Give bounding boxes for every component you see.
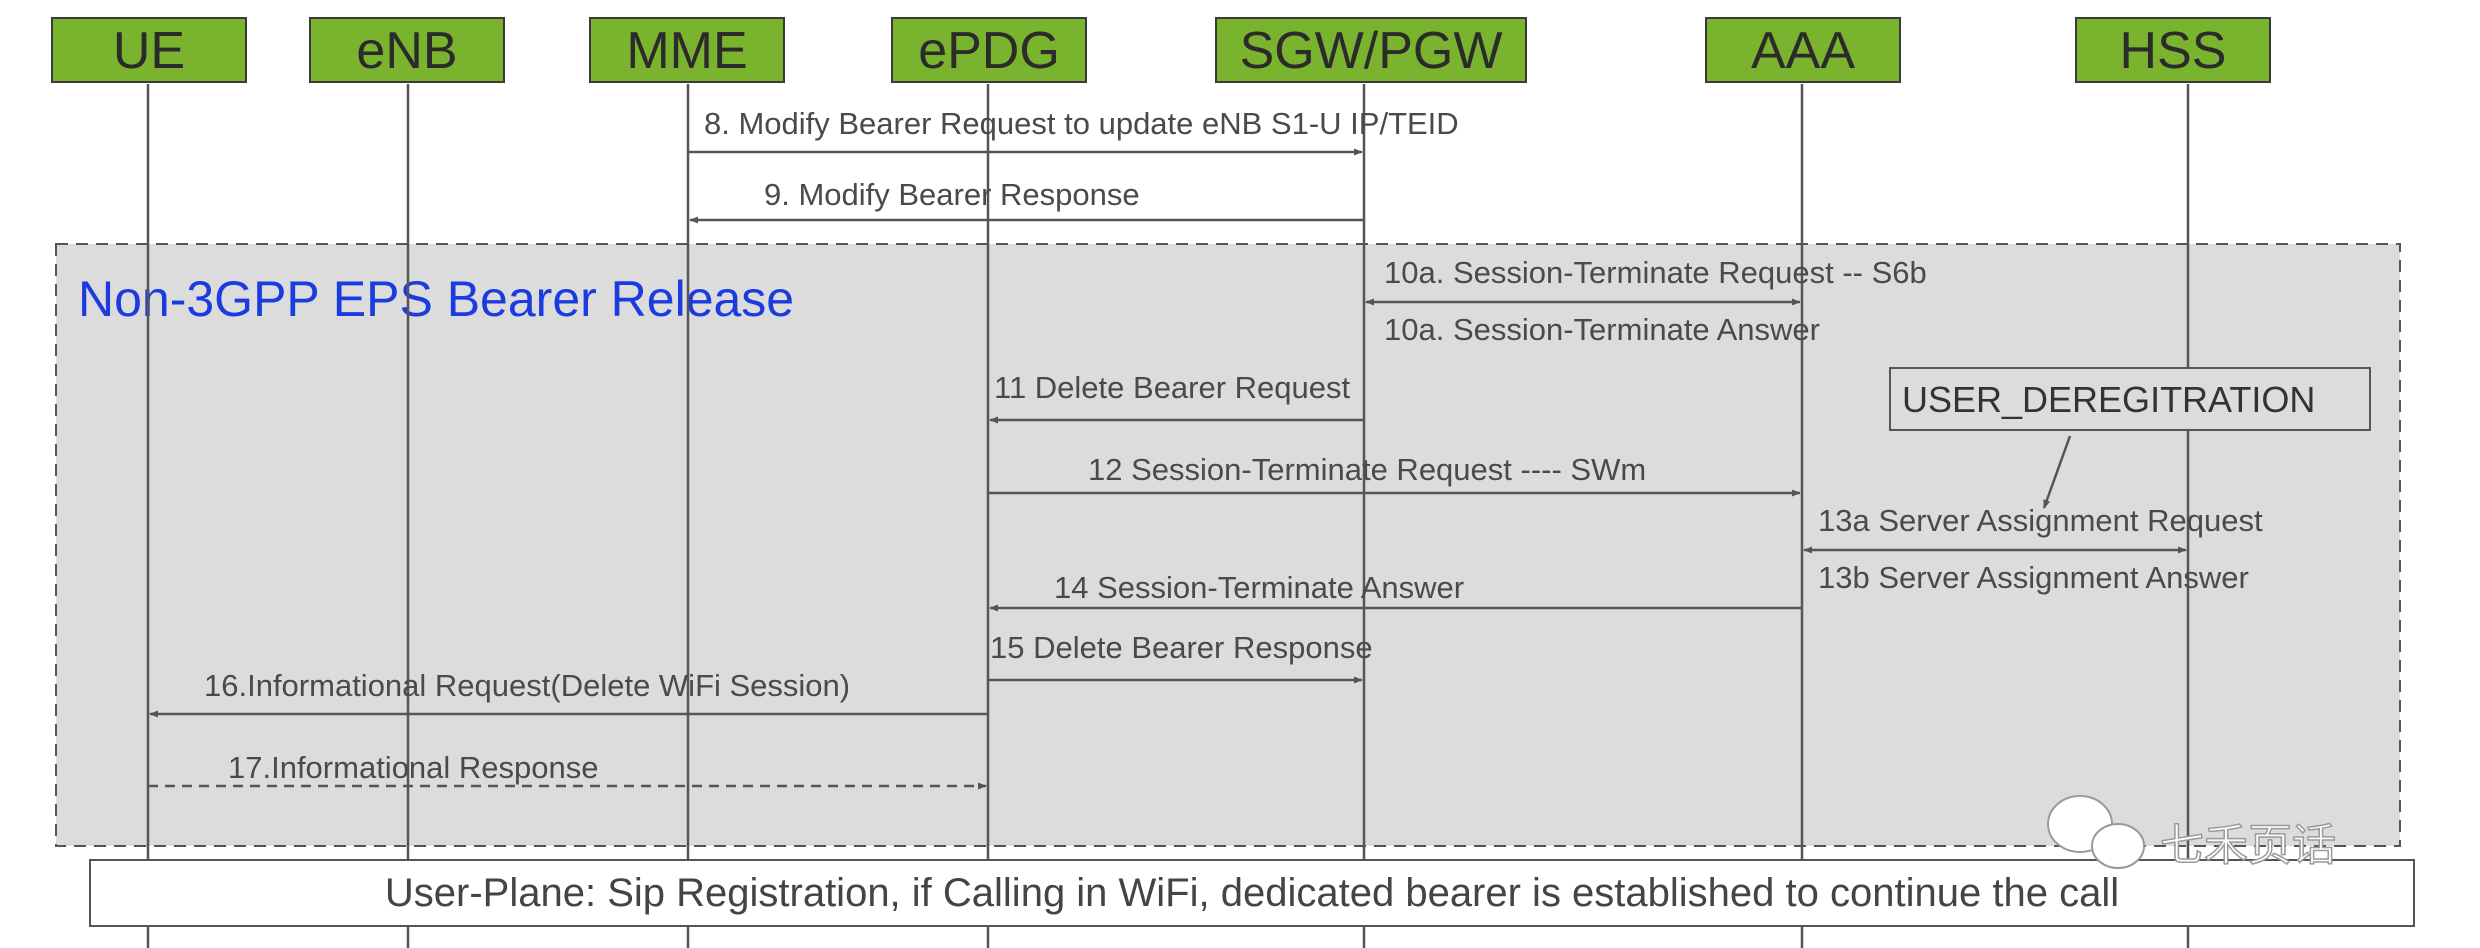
message-label-1: 8. Modify Bearer Request to update eNB S…: [704, 106, 1459, 141]
entity-label-sgw: SGW/PGW: [1240, 22, 1503, 80]
entity-label-enb: eNB: [356, 22, 457, 80]
footer-box: [89, 859, 2415, 927]
footer-text: User-Plane: Sip Registration, if Calling…: [385, 871, 2119, 915]
entity-label-epdg: ePDG: [918, 22, 1060, 80]
watermark: 七禾页话: [2047, 795, 2337, 872]
message-label-9: 14 Session-Terminate Answer: [1054, 570, 1464, 605]
message-label-11: 16.Informational Request(Delete WiFi Ses…: [204, 668, 850, 703]
note-pointer: [2042, 435, 2072, 509]
entity-box-aaa: [1705, 17, 1901, 83]
entity-box-mme: [589, 17, 785, 83]
entity-label-hss: HSS: [2120, 22, 2227, 80]
note-text: USER_DEREGITRATION: [1902, 379, 2315, 420]
entity-box-sgw: [1215, 17, 1527, 83]
entity-headers: UE eNB MME ePDG SGW/PGW AAA HSS: [51, 17, 2271, 83]
note-box: [1889, 367, 2371, 431]
message-label-3: 10a. Session-Terminate Request -- S6b: [1384, 255, 1927, 290]
message-label-7: 13a Server Assignment Request: [1818, 503, 2263, 538]
entity-label-ue: UE: [113, 22, 185, 80]
message-label-12: 17.Informational Response: [228, 750, 599, 785]
entity-box-ue: [51, 17, 247, 83]
wechat-icon-small: [2091, 823, 2145, 869]
message-label-5: 11 Delete Bearer Request: [994, 370, 1351, 405]
region-title: Non-3GPP EPS Bearer Release: [78, 271, 794, 327]
entity-box-enb: [309, 17, 505, 83]
message-label-6: 12 Session-Terminate Request ---- SWm: [1088, 452, 1646, 487]
bearer-release-region: [55, 243, 2401, 847]
message-label-2: 9. Modify Bearer Response: [764, 177, 1140, 212]
messages: 8. Modify Bearer Request to update eNB S…: [148, 106, 2263, 790]
entity-box-epdg: [891, 17, 1087, 83]
message-label-10: 15 Delete Bearer Response: [990, 630, 1373, 665]
lifelines: [146, 84, 2190, 948]
entity-box-hss: [2075, 17, 2271, 83]
message-label-8: 13b Server Assignment Answer: [1818, 560, 2249, 595]
entity-label-mme: MME: [626, 22, 747, 80]
message-label-4: 10a. Session-Terminate Answer: [1384, 312, 1820, 347]
entity-label-aaa: AAA: [1751, 22, 1855, 80]
watermark-text: 七禾页话: [2160, 820, 2336, 871]
